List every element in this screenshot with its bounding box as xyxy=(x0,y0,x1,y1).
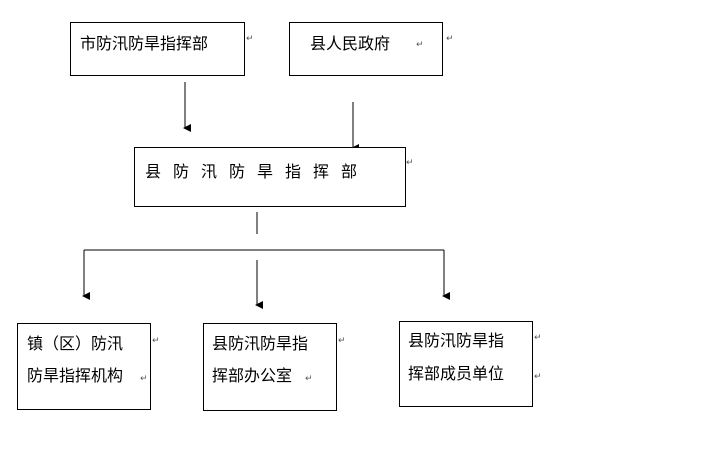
city-flood-hq-label: 市防汛防旱指挥部 xyxy=(80,34,209,53)
town-flood-org-label-line2: 防旱指挥机构 xyxy=(27,366,124,385)
paragraph-mark: ↵ xyxy=(534,372,542,382)
paragraph-mark: ↵ xyxy=(406,158,414,168)
paragraph-mark: ↵ xyxy=(305,374,313,384)
town-flood-org-box xyxy=(17,323,151,410)
county-flood-office-label-line1: 县防汛防旱指 xyxy=(212,334,309,353)
county-flood-members-box xyxy=(399,321,533,407)
county-flood-members-label-line2: 挥部成员单位 xyxy=(408,364,505,383)
county-government-label: 县人民政府 xyxy=(310,34,391,53)
county-government-box xyxy=(289,22,443,76)
town-flood-org-label-line1: 镇（区）防汛 xyxy=(27,334,124,353)
county-flood-members-label-line1: 县防汛防旱指 xyxy=(408,331,505,350)
paragraph-mark: ↵ xyxy=(416,40,424,50)
paragraph-mark: ↵ xyxy=(446,34,454,44)
county-flood-office-label-line2: 挥部办公室 xyxy=(212,366,293,385)
paragraph-mark: ↵ xyxy=(140,374,148,384)
paragraph-mark: ↵ xyxy=(534,333,542,343)
paragraph-mark: ↵ xyxy=(152,336,160,346)
paragraph-mark: ↵ xyxy=(246,34,254,44)
county-flood-office-box xyxy=(203,323,337,411)
paragraph-mark: ↵ xyxy=(338,336,346,346)
county-flood-hq-label: 县防汛防旱指挥部 xyxy=(145,162,370,181)
county-flood-hq-box xyxy=(134,147,406,207)
city-flood-hq-box xyxy=(70,22,245,76)
